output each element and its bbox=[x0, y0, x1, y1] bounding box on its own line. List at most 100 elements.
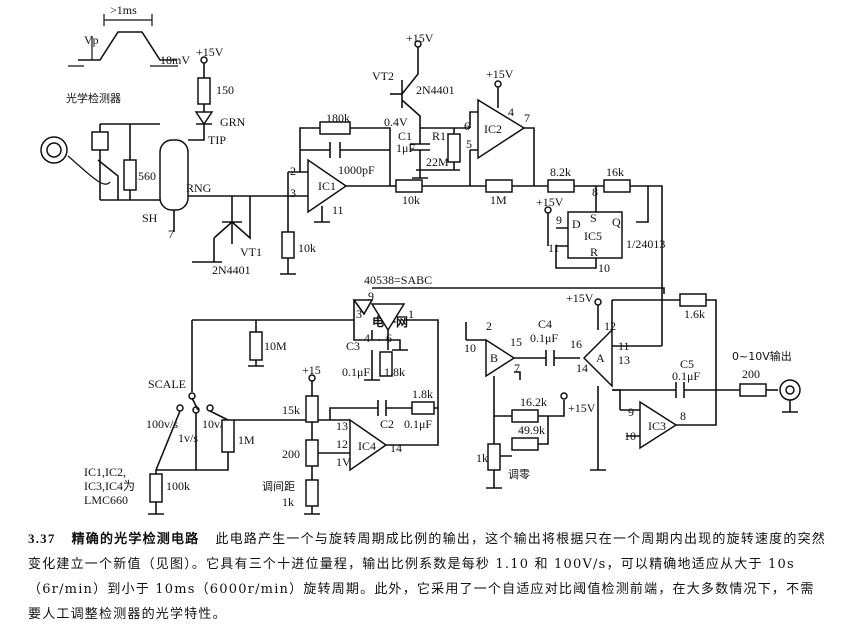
zero-adjust: +15V 16.2k 49.9k 1k 调零 bbox=[476, 384, 596, 489]
rng-label: RNG bbox=[186, 181, 212, 195]
r16k-label: 16k bbox=[606, 165, 624, 179]
ic5-d: D bbox=[572, 217, 581, 231]
circuit-schematic: 电子网 >1ms Vp 18mV 光学检测器 560 RNG SH 7 bbox=[40, 3, 801, 515]
tip-label: TIP bbox=[208, 133, 226, 147]
pin2: 2 bbox=[290, 164, 296, 178]
resistor-560 bbox=[123, 159, 137, 191]
r1k-a-label: 1k bbox=[282, 495, 294, 509]
r100k-label: 100k bbox=[166, 479, 190, 493]
ic5-r: R bbox=[590, 245, 598, 259]
v15-label-b: +15V bbox=[406, 31, 434, 45]
pin3b: 3 bbox=[356, 307, 362, 321]
v15-label-f: +15V bbox=[568, 401, 596, 415]
ic1-opamp: IC1 180k 1000pF 10k 2 3 11 bbox=[280, 111, 391, 275]
caption-body: 此电路产生一个与旋转周期成比例的输出，这个输出将根据只在一个周期内出现的旋转速度… bbox=[28, 532, 826, 622]
scale-switch-10[interactable] bbox=[206, 404, 214, 412]
ic5-label: IC5 bbox=[584, 229, 602, 243]
vp-label: Vp bbox=[84, 33, 99, 47]
span-label: 调间距 bbox=[262, 480, 295, 493]
r180k-label: 180k bbox=[326, 111, 350, 125]
vt1-transistor: VT1 2N4401 bbox=[192, 196, 262, 277]
ic4-label: IC4 bbox=[358, 439, 376, 453]
pin12: 12 bbox=[604, 319, 616, 333]
pin7c: 7 bbox=[514, 361, 520, 375]
pin12b: 12 bbox=[336, 437, 348, 451]
pin2b: 2 bbox=[486, 319, 492, 333]
c2-val-label: 0.1μF bbox=[404, 417, 432, 431]
pin14b: 14 bbox=[390, 441, 402, 455]
v15-label-c: +15V bbox=[486, 67, 514, 81]
v15-label-e: +15V bbox=[566, 291, 594, 305]
ic5-s: S bbox=[590, 211, 597, 225]
c3-val-label: 0.1μF bbox=[342, 365, 370, 379]
v15-label-d: +15V bbox=[536, 195, 564, 209]
vt1-label: VT1 bbox=[240, 245, 262, 259]
r1-8k-a-label: 1.8k bbox=[384, 365, 405, 379]
pulse-waveform: >1ms Vp 18mV bbox=[68, 3, 190, 67]
r15k-label: 15k bbox=[282, 403, 300, 417]
pin16: 16 bbox=[570, 337, 582, 351]
c2-label: C2 bbox=[380, 417, 394, 431]
scale-network: 10M C3 0.1μF 1.8k 3 1 4 6 SCALE 100v/s 1… bbox=[84, 300, 439, 515]
scale-label[interactable]: SCALE bbox=[148, 377, 186, 391]
scale-switch-1[interactable] bbox=[192, 406, 200, 414]
detector-label: 光学检测器 bbox=[66, 91, 121, 105]
r1-8k-b-label: 1.8k bbox=[412, 387, 433, 401]
grn-label: GRN bbox=[220, 115, 246, 129]
feedback-network: 10k 1M 8.2k 16k bbox=[390, 165, 663, 346]
pin11: 11 bbox=[332, 203, 344, 217]
ic5-q: Q bbox=[612, 215, 621, 229]
pin11b: 11 bbox=[548, 241, 560, 255]
r1m-label: 1M bbox=[490, 193, 507, 207]
c5-label: C5 bbox=[680, 357, 694, 371]
pot-200[interactable] bbox=[305, 439, 319, 467]
pin5: 5 bbox=[466, 137, 472, 151]
r200-out-label: 200 bbox=[742, 367, 760, 381]
pin4: 4 bbox=[508, 105, 514, 119]
r8-2k-label: 8.2k bbox=[550, 165, 571, 179]
r10m-label: 10M bbox=[264, 339, 287, 353]
caption-title: 精确的光学检测电路 bbox=[71, 532, 200, 547]
optical-detector: 光学检测器 560 bbox=[40, 91, 180, 201]
pin8c: 8 bbox=[680, 409, 686, 423]
r1-label: R1 bbox=[432, 129, 446, 143]
sw-1-label: 1v/s bbox=[178, 431, 198, 445]
amp-b-label: B bbox=[490, 351, 498, 365]
r10k-a-label: 10k bbox=[298, 241, 316, 255]
r16-2k-label: 16.2k bbox=[520, 395, 547, 409]
pin10: 10 bbox=[598, 261, 610, 275]
pin6b: 6 bbox=[386, 331, 392, 345]
c4-val-label: 0.1μF bbox=[530, 331, 558, 345]
r1k-b-label: 1k bbox=[476, 451, 488, 465]
pin13: 13 bbox=[618, 353, 630, 367]
pulse-width-label: >1ms bbox=[110, 3, 137, 17]
scale-switch-100[interactable] bbox=[176, 404, 184, 412]
photo-diode-icon bbox=[91, 131, 109, 151]
pin10c: 10 bbox=[624, 429, 636, 443]
caption-number: 3.37 bbox=[28, 531, 56, 546]
vt2-ic2-stage: +15V VT2 2N4401 0.4V C1 1μF R1 22M IC2 +… bbox=[372, 31, 535, 186]
amp-a-label: A bbox=[596, 351, 605, 365]
r49-9k-label: 49.9k bbox=[518, 423, 545, 437]
vt2-part-label: 2N4401 bbox=[416, 83, 455, 97]
ic4-stage: IC4 C2 0.1μF 1.8k 13 12 14 1V +15 15k 20… bbox=[262, 363, 439, 515]
pin7-label: 7 bbox=[168, 227, 174, 241]
pin13b: 13 bbox=[336, 419, 348, 433]
pin9c: 9 bbox=[368, 289, 374, 303]
sw-100-label: 100v/s bbox=[146, 417, 178, 431]
c1000p-label: 1000pF bbox=[338, 163, 375, 177]
ic-note-2: IC3,IC4为 bbox=[84, 479, 135, 493]
c5-val-label: 0.1μF bbox=[672, 369, 700, 383]
pin10b: 10 bbox=[464, 341, 476, 355]
v15-label-a: +15V bbox=[196, 45, 224, 59]
pulse-amp-label: 18mV bbox=[160, 53, 190, 67]
sh-label: SH bbox=[142, 211, 158, 225]
pin14: 14 bbox=[576, 361, 588, 375]
pin7b: 7 bbox=[524, 111, 530, 125]
v15-label-g: +15 bbox=[302, 363, 321, 377]
abc-bus: 40538=SABC 9 bbox=[352, 273, 665, 316]
ic5-flipflop: IC5 D Q S R 1/24013 +15V 9 11 10 8 bbox=[536, 185, 665, 275]
pin1: 1 bbox=[408, 307, 414, 321]
tip-led-branch: +15V 150 GRN TIP bbox=[188, 45, 246, 147]
r150-label: 150 bbox=[216, 83, 234, 97]
